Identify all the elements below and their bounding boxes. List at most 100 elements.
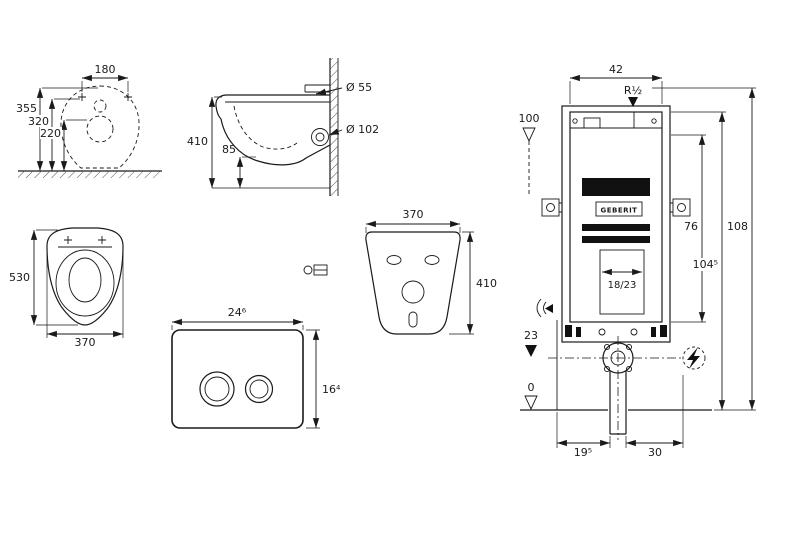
level-label-100: 100 <box>519 112 540 125</box>
floor-level-icon <box>524 395 538 411</box>
top-view: 180 355 320 220 <box>14 63 162 178</box>
vent-bar-1 <box>582 224 650 231</box>
connector-bolt-2 <box>576 327 581 337</box>
dim-label-246: 24⁶ <box>228 306 247 319</box>
dim-label-dia55: Ø 55 <box>346 81 372 94</box>
dim-label-370-gasket: 370 <box>403 208 424 221</box>
bracket-link-right <box>670 202 673 213</box>
dim-label-370-front: 370 <box>75 336 96 349</box>
bracket-hole-right <box>677 203 686 212</box>
service-opening-bar <box>582 178 650 196</box>
gasket-hole-center <box>401 280 425 304</box>
outlet-level-icon <box>525 345 537 357</box>
wall-bracket-right <box>672 198 691 217</box>
flush-plate-view: 24⁶ 16⁴ <box>171 306 341 429</box>
flush-button-large <box>199 371 235 407</box>
leader-dia102 <box>328 128 343 136</box>
ext-lines-410-gasket <box>449 231 474 335</box>
seat-ring <box>55 249 115 317</box>
meter-level-icon <box>522 127 536 143</box>
label-bg <box>28 115 50 127</box>
outlet-flange <box>602 342 634 374</box>
inspection-shaft <box>599 249 645 315</box>
flush-button-small-inner <box>249 379 269 399</box>
frame-view: GEBERIT 18/23 <box>519 63 756 459</box>
fixing-cross-left-icon <box>78 93 86 101</box>
outlet-circle <box>311 128 329 146</box>
dim-label-30: 30 <box>648 446 662 459</box>
dim-label-530: 530 <box>9 271 30 284</box>
hinge-cross-left-icon <box>64 236 72 244</box>
fill-valve <box>583 117 601 129</box>
fixing-cross-right-icon <box>124 93 132 101</box>
ext-lines-410 <box>212 96 330 189</box>
gasket-view: 370 410 <box>303 208 497 335</box>
dim-label-320: 320 <box>28 115 49 128</box>
wall-hatch <box>18 171 162 178</box>
label-bg <box>40 127 62 139</box>
flange-bolt-1 <box>603 343 611 351</box>
connector-bolt-1 <box>565 325 572 337</box>
toilet-front-outline <box>46 227 124 326</box>
toilet-outline-dashed <box>60 85 140 169</box>
flange-bolt-2 <box>625 343 633 351</box>
ext-lines-42 <box>569 81 663 104</box>
hinge-cross-right-icon <box>98 236 106 244</box>
dim-label-85: 85 <box>222 143 236 156</box>
label-bg <box>678 220 701 233</box>
flange-bolt-3 <box>603 365 611 373</box>
wall-bracket-left <box>541 198 560 217</box>
ext-lines-530 <box>36 229 78 326</box>
ext-lines-76 <box>671 134 706 323</box>
ext-lines-195 <box>556 412 611 448</box>
frame-outline <box>561 105 671 343</box>
level-label-23: 23 <box>524 329 538 342</box>
cistern-outline <box>569 111 663 323</box>
ext-lines-246 <box>171 325 304 330</box>
inlet-hole-dashed <box>93 99 107 113</box>
wall-hatch <box>330 58 338 196</box>
brand-box-bg <box>596 202 642 216</box>
lightning-icon <box>687 347 700 369</box>
gasket-outline <box>365 231 461 335</box>
dim-label-108: 108 <box>727 220 748 233</box>
dim-label-1823: 18/23 <box>608 280 637 291</box>
bracket-hole-left <box>546 203 555 212</box>
ext-lines-370-front <box>46 248 124 338</box>
side-view: Ø 55 410 85 Ø 102 <box>187 58 379 196</box>
toilet-profile <box>215 94 331 166</box>
bracket-link-left <box>559 202 562 213</box>
gasket-hole-right <box>424 255 440 265</box>
flush-button-large-inner <box>204 376 230 402</box>
connector-bolt-4 <box>660 325 667 337</box>
label-bg <box>690 258 720 271</box>
dim-label-355: 355 <box>16 102 37 115</box>
ext-lines-180 <box>81 81 129 92</box>
rail-hole-right <box>651 118 657 124</box>
ext-lines-164 <box>306 329 320 429</box>
outlet-circle-inner <box>315 132 325 142</box>
ext-lines-30 <box>625 375 684 448</box>
dim-label-42: 42 <box>609 63 623 76</box>
plate-outline <box>171 329 304 429</box>
dim-label-1045: 104⁵ <box>693 258 718 271</box>
vent-bar-2 <box>582 236 650 243</box>
fixing-screw-right <box>630 328 638 336</box>
flush-button-small <box>244 374 274 404</box>
drain-hole-dashed <box>86 115 114 143</box>
ext-lines-370-gasket <box>365 227 461 233</box>
dim-label-164: 16⁴ <box>322 383 341 396</box>
outlet-bore <box>610 350 626 366</box>
dim-label-76: 76 <box>684 220 698 233</box>
dim-label-410-gasket: 410 <box>476 277 497 290</box>
label-bg <box>14 102 38 114</box>
label-bg <box>723 220 750 233</box>
flange-bolt-4 <box>625 365 633 373</box>
ext-lines-1045 <box>671 111 756 411</box>
gasket-hole-left <box>386 255 402 265</box>
rail-hole-left <box>572 118 578 124</box>
dim-label-220: 220 <box>40 127 61 140</box>
drain-pipe <box>609 371 627 435</box>
